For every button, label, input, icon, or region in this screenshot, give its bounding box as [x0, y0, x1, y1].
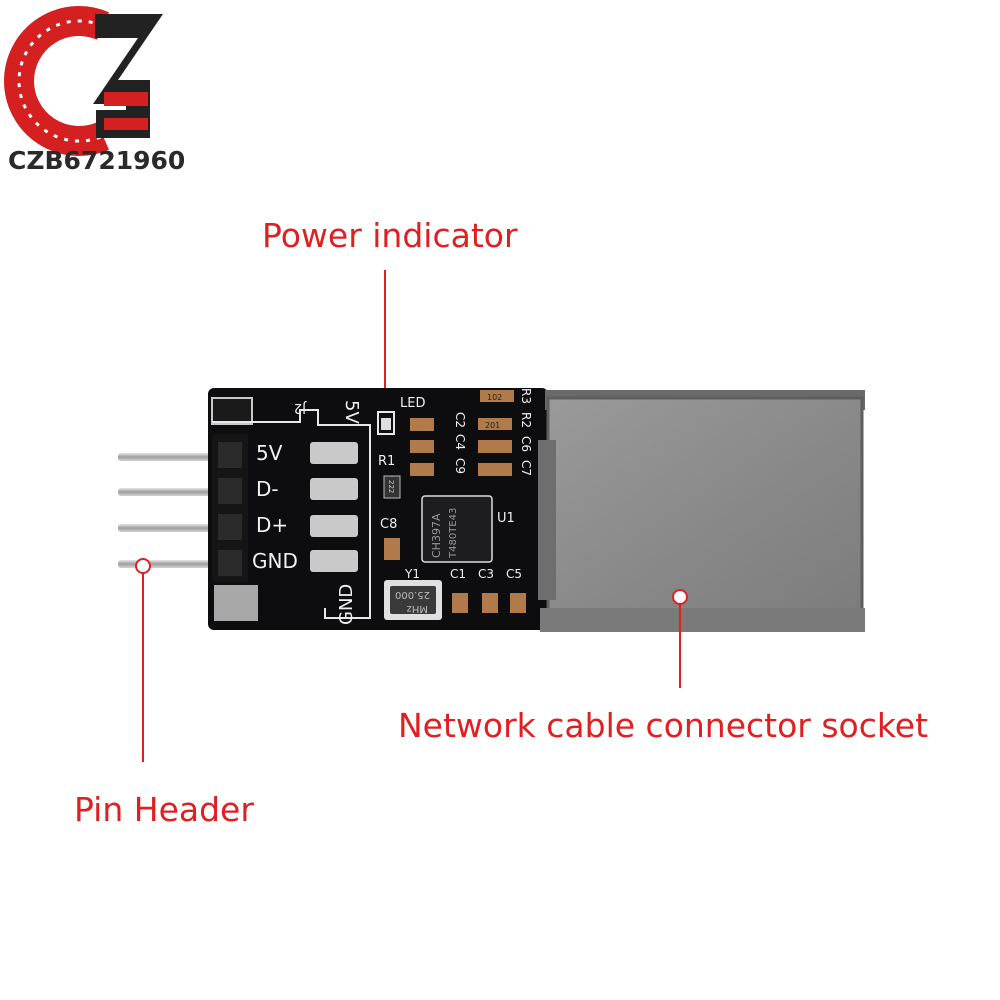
- network-socket-label: Network cable connector socket: [398, 706, 929, 745]
- pcb-board: [208, 388, 548, 630]
- silk-r3: R3: [519, 388, 533, 404]
- silk-r2: R2: [519, 412, 533, 428]
- silk-c5: C5: [506, 567, 522, 581]
- silk-led: LED: [400, 396, 425, 411]
- brand-logo-text: CZB6721960: [8, 146, 186, 175]
- crystal-marking-2: MHz: [407, 603, 428, 614]
- resistor-code-102: 102: [487, 393, 502, 402]
- pin-header-leader: [135, 558, 151, 762]
- pin-header-pins: [118, 453, 230, 568]
- network-socket-leader: [672, 589, 688, 688]
- pin-label-d-minus: D-: [256, 477, 279, 501]
- pin-label-5v: 5V: [256, 441, 283, 465]
- resistor-code-201: 201: [485, 421, 500, 430]
- resistor-code-222: 222: [387, 480, 395, 493]
- power-indicator-label: Power indicator: [262, 216, 518, 255]
- silk-c6: C6: [519, 436, 533, 452]
- silk-c3: C3: [478, 567, 494, 581]
- chip-marking-2: T480TE43: [448, 508, 459, 559]
- silk-j2: J2: [294, 400, 307, 415]
- silk-c4: C4: [453, 434, 467, 450]
- silk-r1: R1: [378, 454, 395, 469]
- pin-label-gnd: GND: [252, 549, 298, 573]
- brand-logo: [4, 6, 163, 156]
- network-socket: [538, 390, 865, 632]
- silk-gnd-rotated: GND: [336, 584, 357, 625]
- pin-header-label: Pin Header: [74, 790, 254, 829]
- pin-label-d-plus: D+: [256, 513, 288, 537]
- chip-marking-1: CH397A: [430, 513, 443, 558]
- silk-y1: Y1: [404, 567, 420, 581]
- crystal-marking-1: 25.000: [395, 589, 430, 600]
- silk-c7: C7: [519, 460, 533, 476]
- silk-c1: C1: [450, 567, 466, 581]
- silk-c8: C8: [380, 517, 397, 532]
- silk-5v-rotated: 5V: [341, 400, 362, 424]
- silk-u1: U1: [497, 511, 515, 526]
- silk-c9: C9: [453, 458, 467, 474]
- silk-c2: C2: [453, 412, 467, 428]
